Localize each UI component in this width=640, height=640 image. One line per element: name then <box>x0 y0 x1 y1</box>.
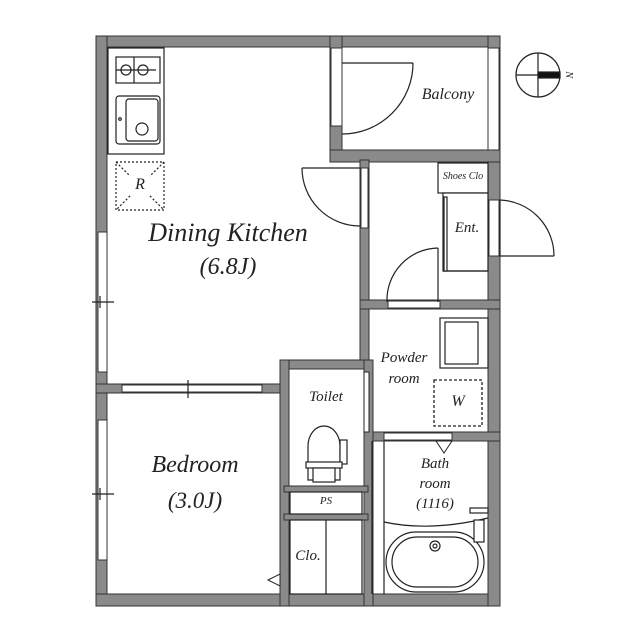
kitchen-counter <box>107 47 165 155</box>
closet-label: Clo. <box>295 548 321 564</box>
bathroom-label-2: room <box>419 476 451 492</box>
door-swings <box>301 62 555 303</box>
bathroom-label-1: Bath <box>420 456 450 472</box>
bathtub <box>371 441 489 594</box>
compass-north-label: N <box>562 71 574 79</box>
bedroom-size: (3.0J) <box>167 488 223 513</box>
dining-kitchen-label: Dining Kitchen <box>148 218 308 247</box>
toilet-label: Toilet <box>309 389 343 405</box>
toilet-fixture <box>305 425 348 483</box>
closet-door-marker <box>266 573 281 587</box>
washbasin <box>439 317 489 369</box>
powder-room-label-2: room <box>388 371 420 387</box>
shoes-closet-label: Shoes Clo <box>442 171 484 182</box>
north-compass <box>515 52 561 98</box>
bedroom-label: Bedroom <box>151 452 239 478</box>
dining-kitchen-size: (6.8J) <box>199 254 257 280</box>
pipe-space-label: PS <box>319 495 333 507</box>
entrance-label: Ent. <box>454 220 480 236</box>
washer-label: W <box>451 393 465 410</box>
balcony-label: Balcony <box>421 86 475 103</box>
entrance-area <box>437 162 489 272</box>
closet <box>289 519 363 595</box>
washer-space <box>433 379 483 427</box>
sliding-toilet-door <box>363 371 370 433</box>
powder-room-label-1: Powder <box>380 350 428 366</box>
bath-door-marker <box>435 440 453 454</box>
refrigerator-label: R <box>135 176 145 193</box>
bathroom-size: (1116) <box>416 496 454 512</box>
